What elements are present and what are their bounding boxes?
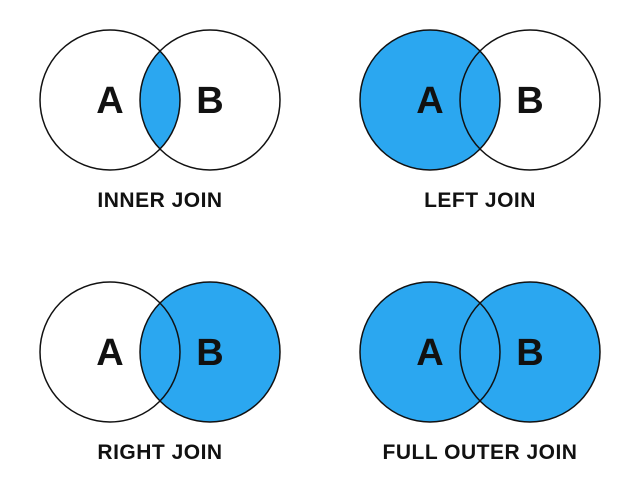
- highlight-circle-a: [360, 30, 500, 170]
- join-label: RIGHT JOIN: [97, 441, 223, 464]
- letter-b: B: [516, 332, 543, 374]
- circle-b-outline: [139, 281, 281, 423]
- letter-b: B: [196, 80, 223, 122]
- highlight-circle-b: [460, 282, 600, 422]
- letter-a: A: [416, 332, 443, 374]
- circle-a-outline: [359, 281, 501, 423]
- join-label: FULL OUTER JOIN: [382, 441, 578, 464]
- circle-a-outline: [359, 29, 501, 171]
- join-label: LEFT JOIN: [424, 189, 536, 212]
- circle-b-outline: [459, 281, 601, 423]
- letter-a: A: [416, 80, 443, 122]
- circle-b-outline: [139, 29, 281, 171]
- letter-b: B: [196, 332, 223, 374]
- letter-a: A: [96, 332, 123, 374]
- circle-a-outline: [39, 29, 181, 171]
- letter-b: B: [516, 80, 543, 122]
- highlight-circle-b: [140, 282, 280, 422]
- join-label: INNER JOIN: [97, 189, 223, 212]
- circle-b-outline: [459, 29, 601, 171]
- highlight-circle-a: [360, 282, 500, 422]
- letter-a: A: [96, 80, 123, 122]
- circle-a-outline: [39, 281, 181, 423]
